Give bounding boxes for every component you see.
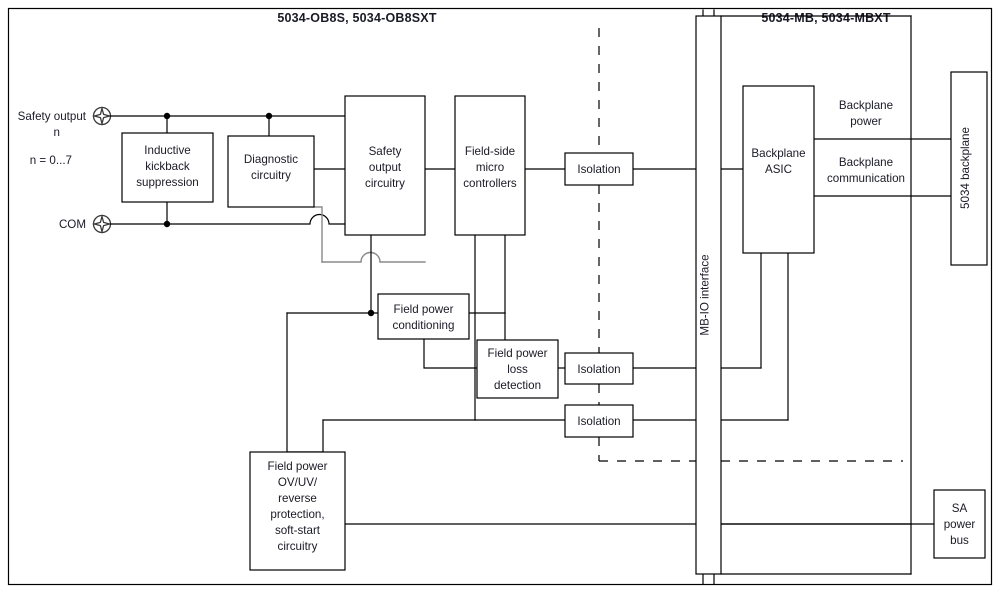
block-isolation-bottom: Isolation [564, 404, 634, 438]
wire-label-backplane-power: Backplane power [839, 99, 893, 128]
block-line: Isolation [577, 163, 620, 176]
block-line: Field power [394, 303, 454, 316]
block-line: Field power [488, 347, 548, 360]
block-diagnostic-circuitry: Diagnostic circuitry [227, 135, 315, 208]
block-line: soft-start [275, 524, 321, 537]
block-line: Field-side [465, 145, 515, 158]
block-line: SA [952, 502, 968, 515]
block-line: Backplane [751, 147, 805, 160]
wire-label-line: Backplane [839, 99, 893, 112]
block-line: output [369, 161, 402, 174]
safety-output-label-line3: n = 0...7 [30, 154, 72, 167]
block-line: circuitry [251, 169, 291, 182]
block-field-power-protection: Field power OV/UV/ reverse protection, s… [249, 451, 346, 571]
wire-label-line: power [850, 115, 882, 128]
block-line: bus [950, 534, 969, 547]
block-field-power-loss-detection: Field power loss detection [476, 339, 559, 399]
block-inductive-kickback-suppression: Inductive kickback suppression [121, 132, 214, 203]
diagram-outer-border [7, 7, 993, 586]
safety-output-label-line1: Safety output [18, 110, 87, 123]
block-line: Field power [268, 460, 328, 473]
wire-label-line: communication [827, 172, 905, 185]
block-line: kickback [145, 160, 190, 173]
safety-output-terminal-icon [92, 106, 112, 126]
block-line: suppression [136, 176, 199, 189]
block-line: loss [507, 363, 528, 376]
wire-gray-diagnostic-down [313, 206, 323, 263]
block-line: detection [494, 379, 541, 392]
block-line: Diagnostic [244, 153, 298, 166]
block-line: micro [476, 161, 504, 174]
block-line: Safety [369, 145, 402, 158]
block-line: conditioning [393, 319, 455, 332]
com-label: COM [59, 218, 86, 231]
block-sa-power-bus: SA power bus [933, 489, 986, 559]
block-line: OV/UV/ [278, 476, 318, 489]
block-line: power [944, 518, 976, 531]
junction-dot-field-power-conditioning [367, 309, 375, 317]
block-line: circuitry [278, 540, 318, 553]
wire-hop-com [309, 213, 330, 225]
block-line: ASIC [765, 163, 792, 176]
safety-output-label-line2: n [54, 126, 60, 139]
block-line: Inductive [144, 144, 190, 157]
block-line: controllers [463, 177, 517, 190]
block-5034-backplane: 5034 backplane [950, 71, 988, 266]
wire-label-line: Backplane [839, 156, 893, 169]
block-line: Isolation [577, 415, 620, 428]
block-line: circuitry [365, 177, 405, 190]
block-isolation-middle: Isolation [564, 352, 634, 385]
block-line: protection, [270, 508, 324, 521]
title-right: 5034-MB, 5034-MBXT [761, 11, 891, 25]
block-isolation-top: Isolation [564, 152, 634, 186]
block-line: Isolation [577, 363, 620, 376]
block-mb-io-interface: MB-IO interface [695, 15, 722, 575]
block-backplane-asic: Backplane ASIC [742, 85, 815, 254]
title-left: 5034-OB8S, 5034-OB8SXT [277, 11, 437, 25]
block-safety-output-circuitry: Safety output circuitry [344, 95, 426, 236]
com-terminal-icon [92, 214, 112, 234]
wire-label-backplane-communication: Backplane communication [827, 156, 905, 185]
block-line: 5034 backplane [959, 127, 972, 209]
block-line: MB-IO interface [699, 254, 712, 335]
block-field-power-conditioning: Field power conditioning [377, 293, 470, 340]
block-field-side-micro-controllers: Field-side micro controllers [454, 95, 526, 236]
wire-fieldcond-to-loss-detection [423, 338, 478, 369]
block-line: reverse [278, 492, 317, 505]
